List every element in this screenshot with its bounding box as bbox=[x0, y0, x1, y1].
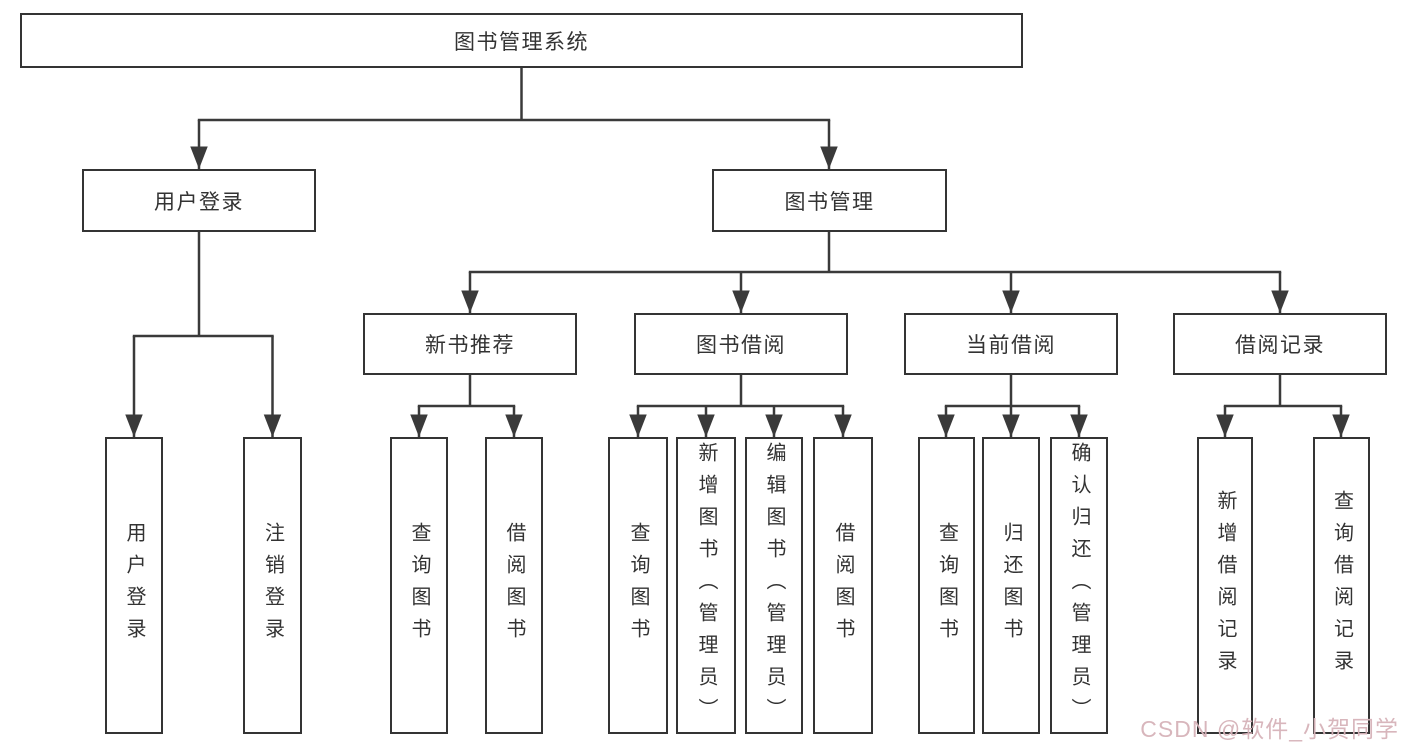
node-leaf-borrow-books-1: 借阅图书 bbox=[485, 437, 543, 734]
node-new-book-recommend: 新书推荐 bbox=[363, 313, 577, 375]
node-borrow-records: 借阅记录 bbox=[1173, 313, 1387, 375]
node-book-management: 图书管理 bbox=[712, 169, 947, 232]
node-leaf-confirm-return-admin: 确认归还（管理员） bbox=[1050, 437, 1108, 734]
node-leaf-add-books-admin: 新增图书（管理员） bbox=[676, 437, 736, 734]
node-current-borrowing: 当前借阅 bbox=[904, 313, 1118, 375]
node-leaf-user-login: 用户登录 bbox=[105, 437, 163, 734]
node-leaf-query-books-3: 查询图书 bbox=[918, 437, 975, 734]
node-root-system: 图书管理系统 bbox=[20, 13, 1023, 68]
node-leaf-query-borrow-record: 查询借阅记录 bbox=[1313, 437, 1370, 734]
node-book-borrowing: 图书借阅 bbox=[634, 313, 848, 375]
node-leaf-borrow-books-2: 借阅图书 bbox=[813, 437, 873, 734]
node-leaf-add-borrow-record: 新增借阅记录 bbox=[1197, 437, 1253, 734]
node-user-login: 用户登录 bbox=[82, 169, 316, 232]
node-leaf-logout: 注销登录 bbox=[243, 437, 302, 734]
node-leaf-query-books-1: 查询图书 bbox=[390, 437, 448, 734]
node-leaf-edit-books-admin: 编辑图书（管理员） bbox=[745, 437, 803, 734]
node-leaf-return-books: 归还图书 bbox=[982, 437, 1040, 734]
node-leaf-query-books-2: 查询图书 bbox=[608, 437, 668, 734]
